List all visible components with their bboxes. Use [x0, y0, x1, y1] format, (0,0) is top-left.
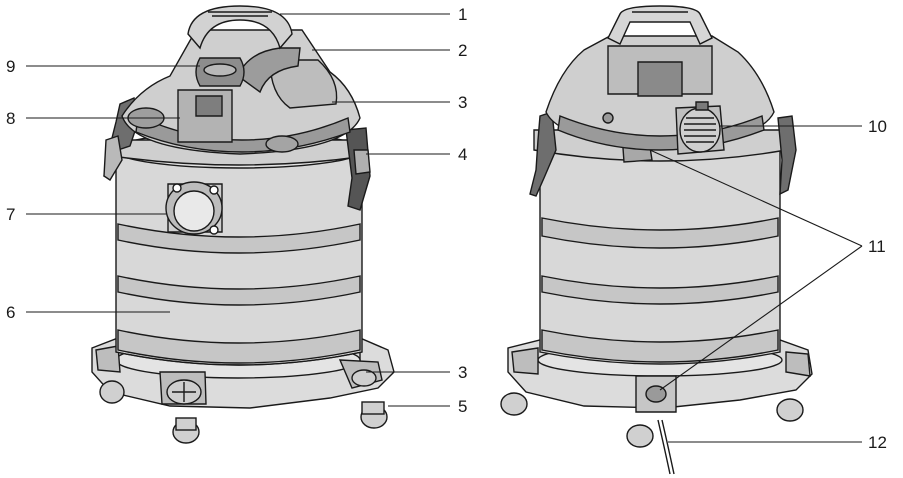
rear-lid-latch-right [777, 115, 797, 196]
caster-wheel [99, 380, 125, 404]
callout-6: 6 [6, 303, 15, 322]
callout-3-lower: 3 [458, 363, 467, 382]
rear-collection-drum [533, 129, 787, 365]
callout-2: 2 [458, 41, 467, 60]
leader-11a [649, 149, 863, 247]
front-powerhead [121, 5, 361, 155]
callout-8: 8 [6, 109, 15, 128]
front-lid-latch-right [345, 127, 371, 211]
callout-7: 7 [6, 205, 15, 224]
callout-numbers: 1 2 3 4 3 5 6 7 8 9 10 11 12 [6, 5, 887, 452]
drain-hose [657, 419, 671, 475]
caster-wheel [776, 398, 804, 422]
callout-11: 11 [868, 237, 886, 256]
callout-3-upper: 3 [458, 93, 467, 112]
rear-powerhead [545, 5, 775, 155]
callout-leader-lines [26, 13, 863, 443]
caster-wheel [500, 392, 528, 416]
front-suction-inlet [165, 181, 223, 235]
callout-9: 9 [6, 57, 15, 76]
callout-5: 5 [458, 397, 467, 416]
caster-wheel [626, 424, 654, 448]
leader-11b [659, 245, 863, 391]
callout-10: 10 [868, 117, 887, 136]
front-collection-drum [111, 131, 367, 366]
callout-12: 12 [868, 433, 887, 452]
front-view-vacuum [91, 5, 395, 444]
callout-4: 4 [458, 145, 467, 164]
callout-1: 1 [458, 5, 467, 24]
rear-lid-latch-left [529, 111, 557, 197]
blower-port [675, 101, 725, 155]
rear-view-vacuum [500, 5, 813, 475]
